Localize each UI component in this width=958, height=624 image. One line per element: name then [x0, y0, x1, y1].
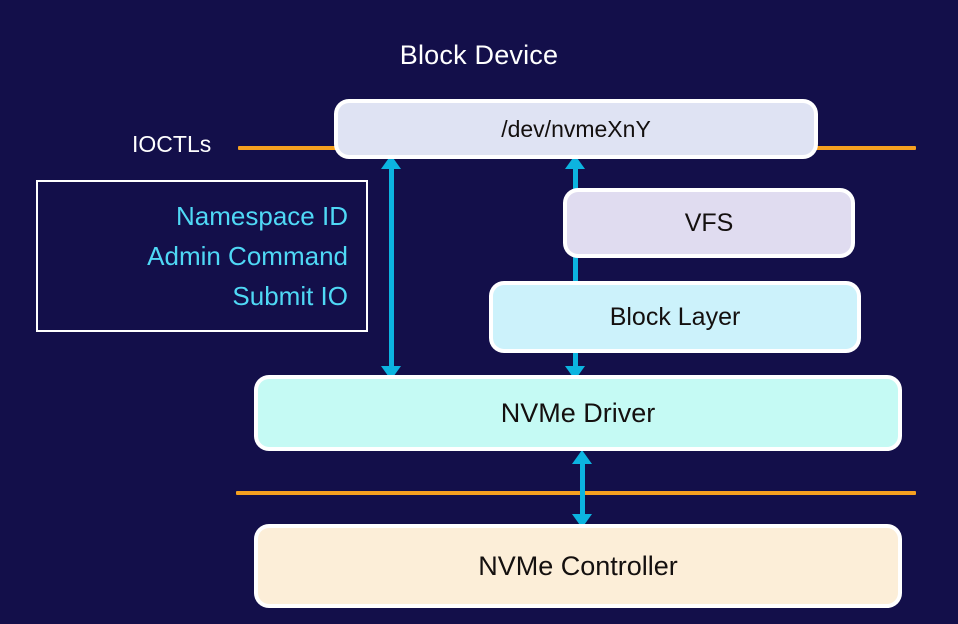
ioctl-boundary-rule-right	[812, 146, 916, 150]
node-nvme-driver[interactable]: NVMe Driver	[258, 379, 898, 447]
filesystem-path-shaft	[572, 168, 578, 366]
ioctl-path-arrowhead-top	[381, 155, 401, 169]
node-dev-nvme-block-device[interactable]: /dev/nvmeXnY	[338, 103, 814, 155]
ioctl-path-shaft	[388, 168, 394, 366]
legend-item-namespace-id: Namespace ID	[176, 201, 348, 231]
driver-controller-arrowhead-bottom	[572, 514, 592, 528]
legend-item-submit-io: Submit IO	[232, 281, 348, 311]
filesystem-path-arrowhead-top	[565, 155, 585, 169]
node-nvme-driver-label: NVMe Driver	[500, 397, 656, 428]
ioctls-label: IOCTLs	[132, 131, 212, 157]
diagram-title: Block Device	[399, 40, 559, 70]
node-vfs-label: VFS	[684, 208, 734, 237]
filesystem-path-arrowhead-bottom	[565, 366, 585, 380]
ioctl-path-arrowhead-bottom	[381, 366, 401, 380]
hardware-boundary-rule	[236, 491, 916, 495]
node-nvme-controller[interactable]: NVMe Controller	[258, 528, 898, 604]
driver-controller-shaft	[579, 462, 585, 516]
ioctl-commands-legend: Namespace ID Admin Command Submit IO	[36, 180, 368, 332]
node-block-layer[interactable]: Block Layer	[493, 285, 857, 349]
driver-controller-arrowhead-top	[572, 450, 592, 464]
node-block-layer-label: Block Layer	[609, 302, 741, 331]
ioctl-boundary-rule-left	[238, 146, 340, 150]
node-dev-nvme-label: /dev/nvmeXnY	[501, 115, 651, 142]
node-vfs[interactable]: VFS	[567, 192, 851, 254]
legend-item-admin-command: Admin Command	[147, 241, 348, 271]
node-nvme-controller-label: NVMe Controller	[478, 550, 678, 581]
